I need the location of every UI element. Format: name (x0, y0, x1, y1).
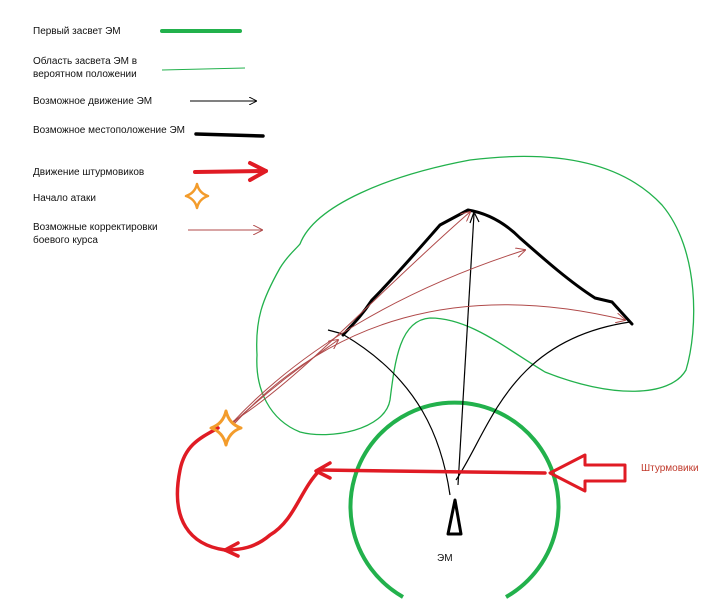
legend-icon-thick-red-arrow (193, 161, 268, 182)
legend-label-attack-start: Начало атаки (33, 193, 96, 204)
attackers-movement (175, 426, 547, 558)
legend-label-possible-location: Возможное местоположение ЭМ (33, 125, 185, 136)
probable-illumination-area (256, 155, 695, 436)
legend-icon-thick-black-line (194, 132, 265, 138)
possible-course-corrections (231, 212, 625, 425)
possible-location-line (341, 208, 634, 337)
possible-em-movement (327, 210, 631, 496)
legend-icon-orange-star (184, 182, 210, 210)
legend-label-course-corrections: Возможные корректировки боевого курса (33, 222, 158, 246)
legend-label-probable-area: Область засвета ЭМ в вероятном положении (33, 56, 138, 80)
attackers-label: Штурмовики (641, 463, 699, 474)
legend-icon-thin-green-line (161, 67, 246, 71)
legend-label-first-illumination: Первый засвет ЭМ (33, 26, 121, 37)
legend-label-possible-movement: Возможное движение ЭМ (33, 96, 153, 107)
attack-start-star (209, 409, 243, 447)
legend-label-attackers-movement: Движение штурмовиков (33, 167, 145, 178)
em-label: ЭМ (437, 553, 453, 564)
em-ship-marker (446, 498, 463, 536)
first-illumination-circle (348, 400, 561, 599)
attackers-arrow (548, 453, 627, 493)
